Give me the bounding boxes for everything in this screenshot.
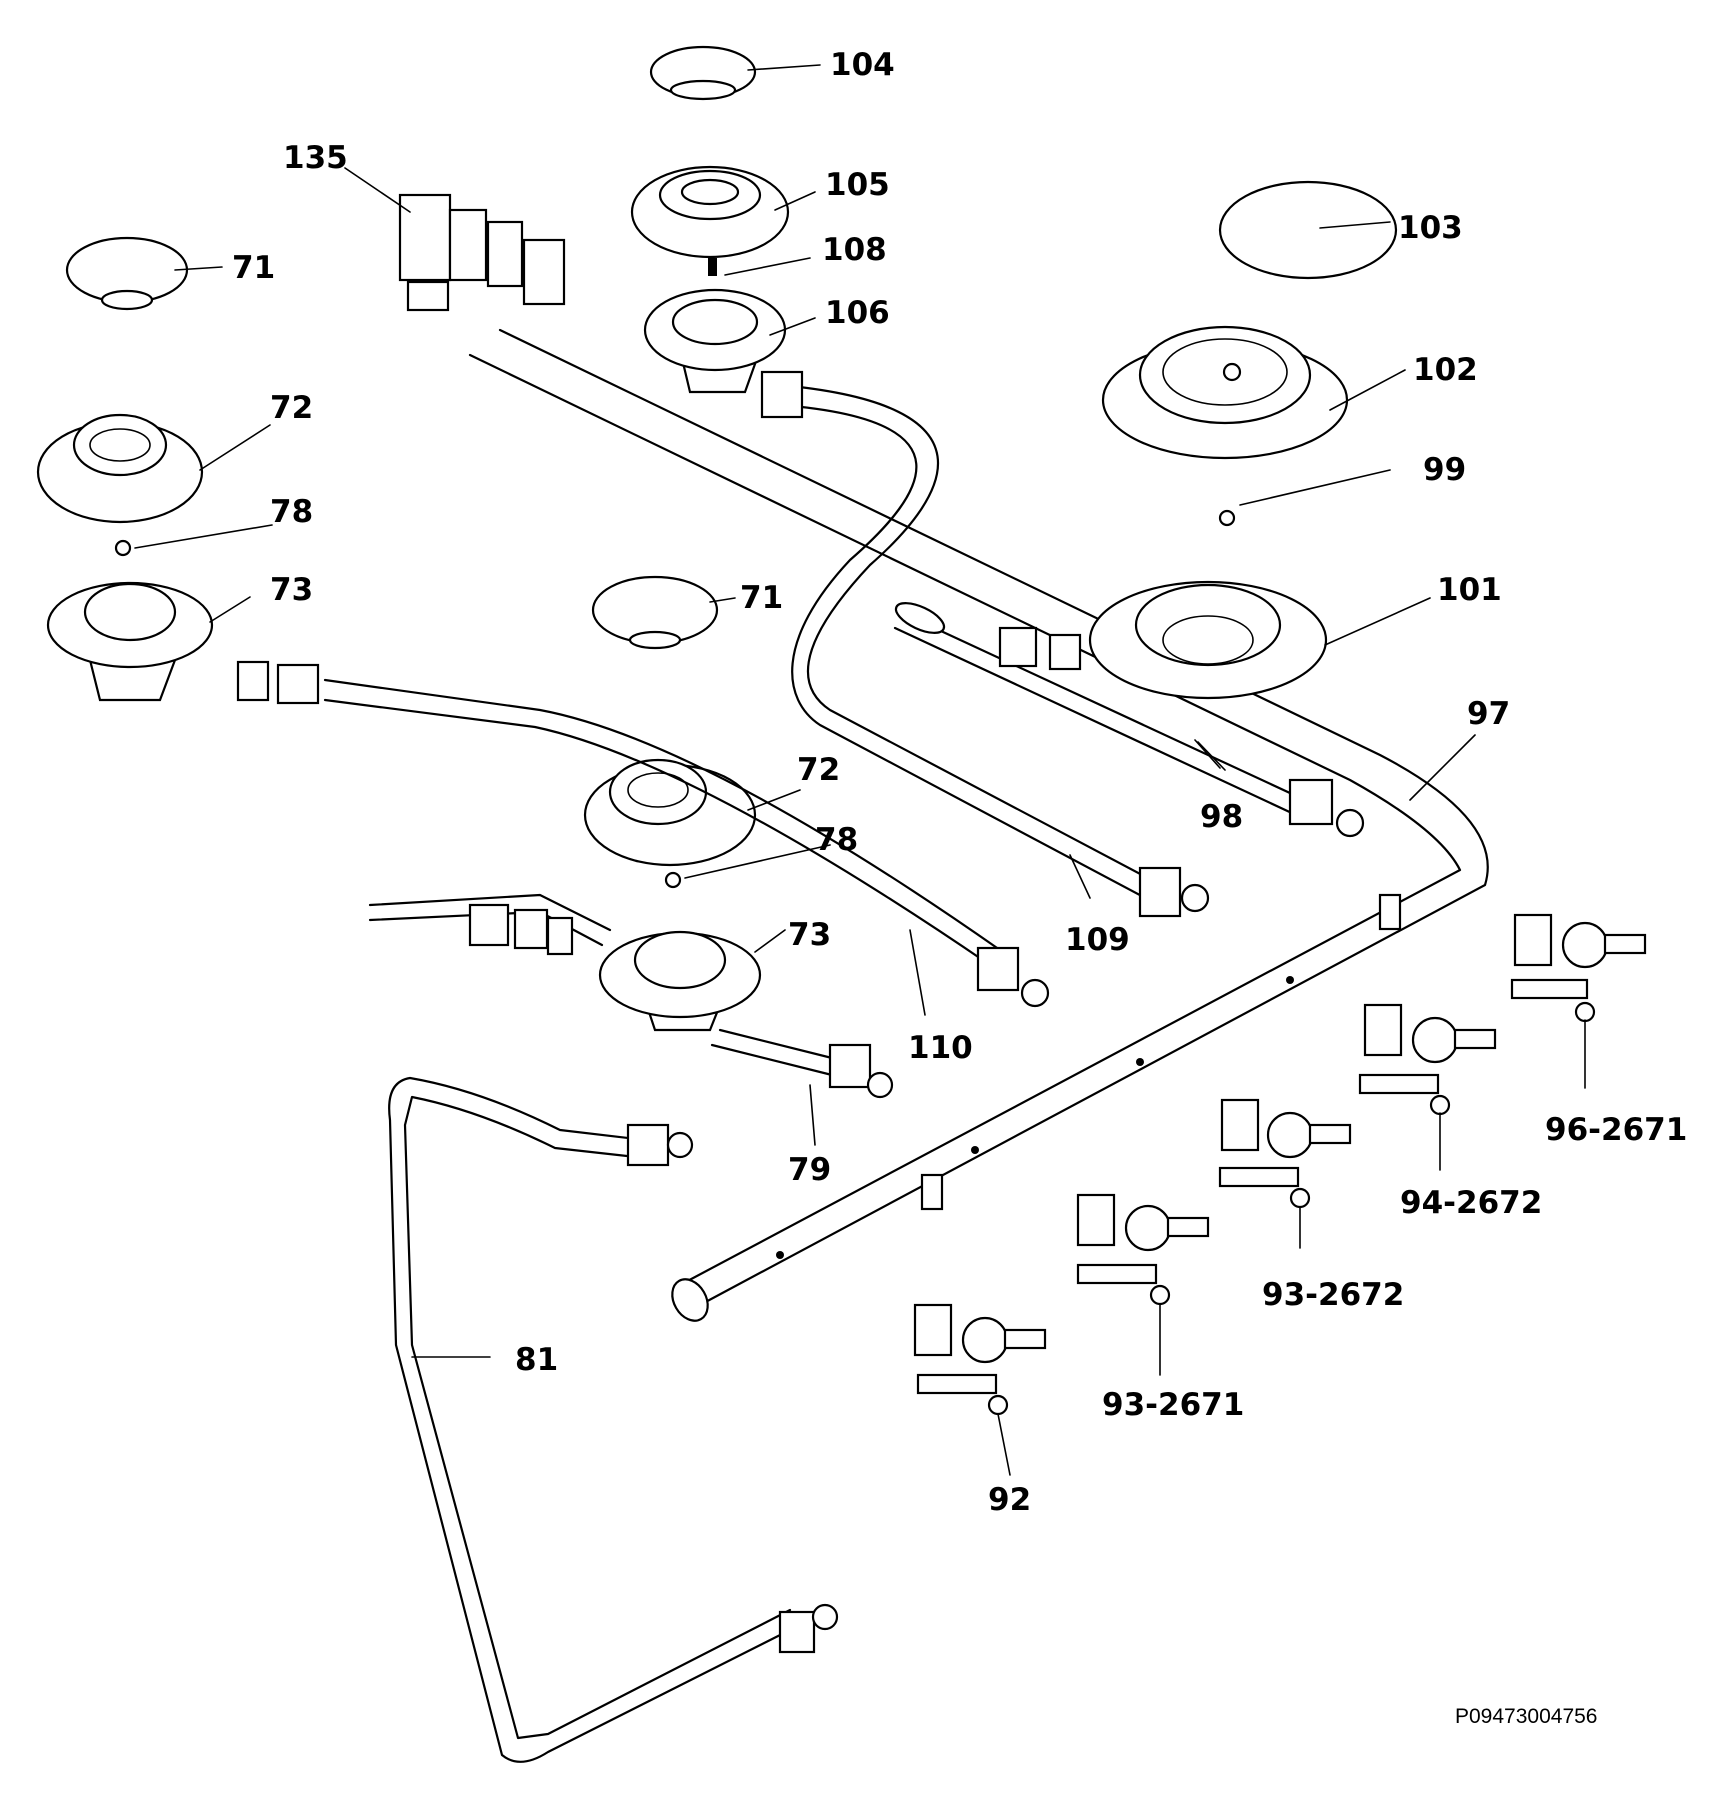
burner-base-73-center (598, 930, 762, 1032)
burner-crown-102 (1101, 325, 1349, 460)
label-72-left: 72 (270, 390, 313, 426)
label-78-center: 78 (815, 822, 858, 858)
gas-rail-97 (468, 328, 1489, 1322)
burner-base-106 (643, 288, 787, 394)
screw-99 (1218, 509, 1236, 527)
burner-crown-72-center (583, 758, 757, 867)
label-72-center: 72 (797, 752, 840, 788)
label-81: 81 (515, 1342, 558, 1378)
label-73-center: 73 (788, 917, 831, 953)
label-71-left: 71 (232, 250, 275, 286)
supply-tube-110 (236, 660, 1050, 1008)
label-78-left: 78 (270, 494, 313, 530)
label-108: 108 (822, 232, 887, 268)
drawing-reference-code: P09473004756 (1455, 1705, 1597, 1728)
gas-tap-93-2672 (1218, 1098, 1352, 1209)
label-101: 101 (1437, 572, 1502, 608)
gas-tap-93-2671 (1076, 1193, 1210, 1306)
burner-cap-71-center (591, 575, 719, 650)
burner-base-73-left (46, 581, 214, 702)
label-71-center: 71 (740, 580, 783, 616)
gas-tap-92 (913, 1303, 1047, 1416)
burner-cap-103 (1218, 180, 1398, 280)
burner-base-101 (1088, 580, 1328, 700)
label-99: 99 (1423, 452, 1466, 488)
rail-end-fitting-135 (398, 193, 566, 312)
label-92: 92 (988, 1482, 1031, 1518)
supply-tube-79 (368, 893, 894, 1099)
gas-tap-96-2671 (1510, 913, 1647, 1023)
label-79: 79 (788, 1152, 831, 1188)
burner-crown-105 (630, 165, 790, 259)
supply-tube-81 (388, 1076, 839, 1763)
burner-cap-104 (649, 45, 757, 101)
label-94-2672: 94-2672 (1400, 1185, 1542, 1221)
burner-cap-71-left (65, 236, 189, 311)
label-135: 135 (283, 140, 348, 176)
supply-tube-109 (760, 370, 1210, 918)
label-96-2671: 96-2671 (1545, 1112, 1687, 1148)
label-102: 102 (1413, 352, 1478, 388)
label-73-left: 73 (270, 572, 313, 608)
supply-tube-98 (893, 602, 1365, 838)
label-97: 97 (1467, 696, 1510, 732)
leader-lines (134, 64, 1586, 1476)
screw-78-center (664, 871, 682, 889)
label-103: 103 (1398, 210, 1463, 246)
label-93-2671: 93-2671 (1102, 1387, 1244, 1423)
screw-108 (708, 258, 717, 276)
burner-crown-72-left (36, 413, 204, 524)
label-104: 104 (830, 47, 895, 83)
label-110: 110 (908, 1030, 973, 1066)
label-109: 109 (1065, 922, 1130, 958)
label-105: 105 (825, 167, 890, 203)
screw-78-left (114, 539, 132, 557)
item-labels: 104 135 105 108 103 71 106 102 72 99 78 … (232, 47, 1687, 1518)
label-106: 106 (825, 295, 890, 331)
gas-tap-94-2672 (1358, 1003, 1497, 1116)
label-98: 98 (1200, 799, 1243, 835)
label-93-2672: 93-2672 (1262, 1277, 1404, 1313)
